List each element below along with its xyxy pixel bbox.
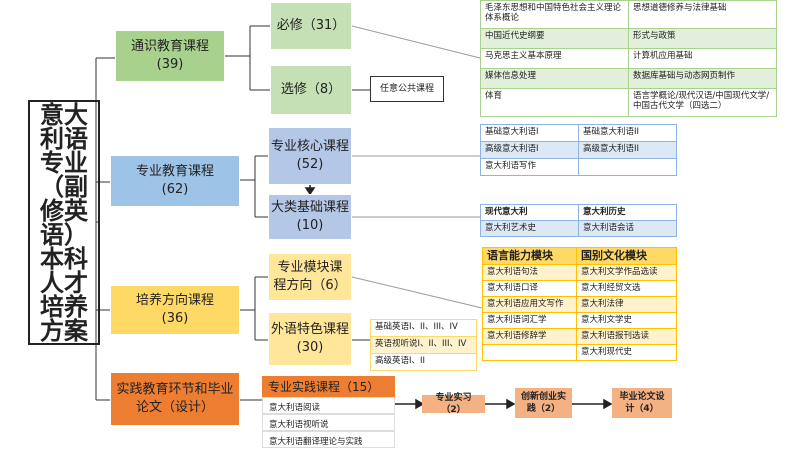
cell: 意大利语会话 (578, 220, 677, 237)
cell: 意大利历史 (578, 204, 677, 221)
cell: 高级意大利语II (578, 141, 677, 159)
internship-step: 专业实习（2） (422, 393, 485, 415)
label: 外语特色课程 (270, 322, 349, 337)
general-courses-table: 毛泽东思想和中国特色社会主义理论体系概论思想道德修养与法律基础 中国近代史纲要形… (480, 0, 777, 117)
cell: 意大利语写作 (480, 158, 579, 176)
professional-education-box: 专业教育课程 (62) (110, 155, 240, 207)
module-courses-box: 专业模块课程方向（6） (268, 253, 352, 301)
count: (36) (161, 311, 189, 326)
cell: 意大利文学史 (576, 312, 677, 329)
basic-courses-table: 现代意大利意大利历史 意大利艺术史意大利语会话 (480, 204, 677, 237)
foreign-courses-box: 外语特色课程 (30) (268, 312, 352, 366)
cell: 毛泽东思想和中国特色社会主义理论体系概论 (480, 0, 629, 29)
cell: 意大利艺术史 (480, 220, 579, 237)
innovation-step: 创新创业实践（2） (515, 388, 572, 418)
english-courses-table: 基础英语I、II、III、IV 英语视听说I、II、III、IV 高级英语I、I… (370, 319, 477, 371)
required-box: 必修（31） (270, 2, 352, 50)
count: (52) (296, 157, 324, 172)
thesis-step: 毕业论文设计（4） (612, 388, 672, 418)
cell: 意大利语报刊选读 (576, 328, 677, 345)
elective-box: 选修（8） (270, 65, 352, 115)
count: (10) (296, 218, 324, 233)
cell: 意大利语口译 (482, 280, 577, 297)
cell: 意大利语词汇学 (482, 312, 577, 329)
cell: 意大利语应用文写作 (482, 296, 577, 313)
cell: 高级意大利语I (480, 141, 579, 159)
practice-course: 意大利语阅读 (262, 397, 395, 414)
header: 国别文化模块 (576, 247, 677, 265)
elective-detail-box: 任意公共课程 (370, 76, 444, 102)
basic-courses-box: 大类基础课程 (10) (268, 194, 352, 240)
main-title: 意大利语专业（副修英语）本科人才培养方案 (28, 100, 100, 345)
label: 大类基础课程 (270, 200, 349, 215)
practice-education-box: 实践教育环节和毕业论文（设计） (110, 372, 240, 426)
practice-course: 意大利语翻译理论与实践 (262, 431, 395, 448)
cell: 意大利现代史 (576, 344, 677, 361)
label: 通识教育课程 (130, 39, 209, 54)
cell: 意大利语修辞学 (482, 328, 577, 345)
cell: 语言学概论/现代汉语/中国现代文学/中国古代文学（四选二） (628, 88, 777, 117)
cell: 形式与政策 (628, 28, 777, 49)
count: (30) (296, 340, 324, 355)
cell (482, 344, 577, 361)
cell: 意大利文学作品选读 (576, 264, 677, 281)
cell: 数据库基础与动态网页制作 (628, 68, 777, 89)
count: (39) (156, 57, 184, 72)
label: 实践教育环节和毕业论文（设计） (116, 382, 234, 415)
cell: 体育 (480, 88, 629, 117)
header: 语言能力模块 (482, 247, 577, 265)
cell: 意大利经贸文选 (576, 280, 677, 297)
practice-courses-header: 专业实践课程（15） (262, 376, 395, 397)
cell: 基础意大利语II (578, 124, 677, 142)
cell: 意大利语句法 (482, 264, 577, 281)
cell: 高级英语I、II (370, 353, 477, 371)
cell: 基础英语I、II、III、IV (370, 319, 477, 337)
cell: 媒体信息处理 (480, 68, 629, 89)
cell: 意大利法律 (576, 296, 677, 313)
cell: 基础意大利语I (480, 124, 579, 142)
label: 培养方向课程 (135, 293, 214, 308)
cell: 现代意大利 (480, 204, 579, 221)
cell: 马克思主义基本原理 (480, 48, 629, 69)
cell: 英语视听说I、II、III、IV (370, 336, 477, 354)
practice-course: 意大利语视听说 (262, 414, 395, 431)
cell: 中国近代史纲要 (480, 28, 629, 49)
cell: 思想道德修养与法律基础 (628, 0, 777, 29)
direction-courses-box: 培养方向课程 (36) (110, 285, 240, 335)
core-courses-box: 专业核心课程 (52) (268, 127, 352, 185)
module-courses-table: 语言能力模块国别文化模块 意大利语句法意大利文学作品选读 意大利语口译意大利经贸… (482, 247, 677, 361)
cell (578, 158, 677, 176)
label: 专业核心课程 (270, 139, 349, 154)
count: (62) (161, 182, 189, 197)
label: 专业教育课程 (135, 164, 214, 179)
general-education-box: 通识教育课程 (39) (115, 30, 225, 82)
cell: 计算机应用基础 (628, 48, 777, 69)
